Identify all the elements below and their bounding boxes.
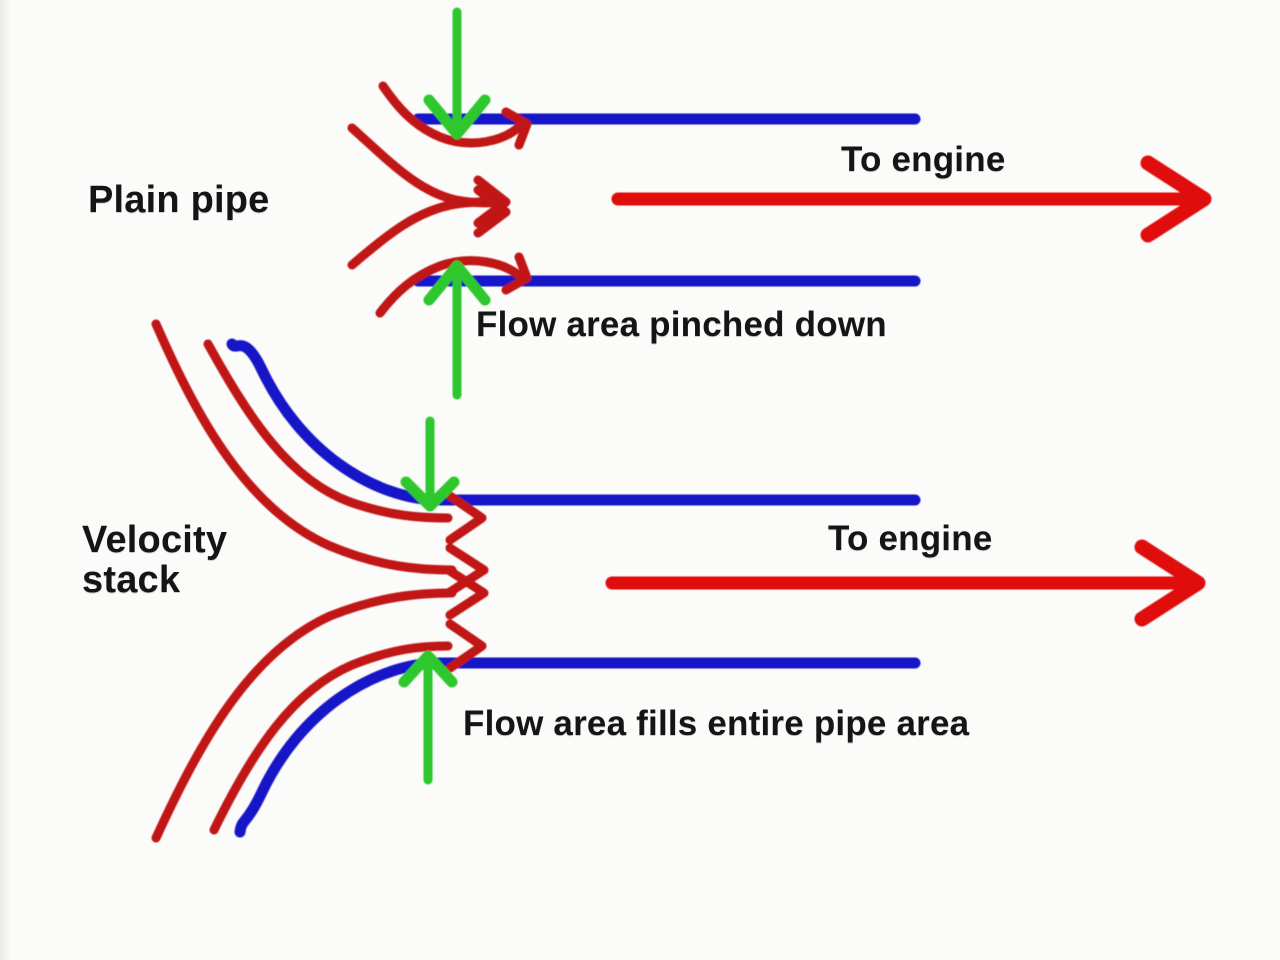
streamline-1 [378, 81, 527, 148]
stack-streamline-3 [151, 588, 457, 843]
to-engine-arrow-top-head [1140, 155, 1212, 243]
plain-pipe-flow-area [423, 7, 491, 400]
stack-bellmouth-bottom [234, 657, 439, 838]
stack-flow-area [398, 416, 460, 785]
stack-streamline-arrowheads [445, 491, 489, 673]
flow-area-arrow-bottom-head [423, 260, 491, 306]
to-engine-arrow-bottom [605, 539, 1206, 627]
stack-streamlines [151, 319, 457, 843]
streamline-arrowhead-3 [473, 185, 511, 238]
plain-pipe-streamline-tips [501, 107, 532, 295]
label-to-engine-top: To engine [841, 140, 1006, 179]
label-plain-pipe: Plain pipe [88, 179, 270, 221]
label-velocity-stack: Velocity stack [82, 519, 228, 601]
stack-arrowhead-2 [445, 543, 489, 597]
label-flow-area-pinched: Flow area pinched down [476, 305, 887, 344]
stack-arrowhead-3 [445, 566, 489, 620]
stack-arrowhead-1 [445, 491, 487, 545]
stack-streamline-1 [203, 339, 453, 523]
stack-flow-arrow-top-head [400, 476, 460, 512]
plain-pipe-section [347, 7, 1212, 400]
stack-flow-arrow-bottom-head [398, 650, 458, 688]
stack-streamline-4 [209, 641, 453, 835]
plain-pipe-streamline-arrowheads [473, 175, 511, 238]
streamline-arrowhead-2 [473, 175, 511, 228]
streamline-4 [375, 256, 527, 318]
label-to-engine-bottom: To engine [828, 519, 993, 558]
streamline-arrowhead-4 [501, 252, 532, 295]
to-engine-arrow-top [611, 155, 1212, 243]
flow-area-arrow-top-head [423, 94, 491, 140]
label-flow-area-fills: Flow area fills entire pipe area [463, 704, 970, 743]
velocity-stack-section [151, 319, 1206, 843]
stack-bellmouth-top [226, 338, 439, 506]
stack-streamline-2 [151, 319, 457, 575]
stack-arrowhead-4 [445, 619, 487, 673]
to-engine-arrow-bottom-head [1134, 539, 1206, 627]
streamline-arrowhead-1 [501, 107, 532, 150]
